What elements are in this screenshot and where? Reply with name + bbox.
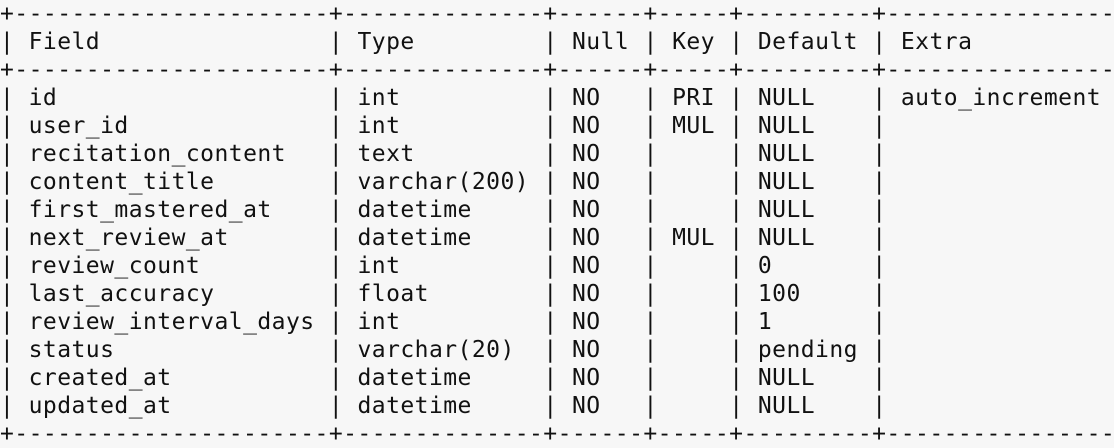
cell-field: id bbox=[28, 85, 58, 111]
table-row: | review_interval_days | int | NO | | 1 … bbox=[0, 309, 1114, 335]
table-row: | user_id | int | NO | MUL | NULL | | bbox=[0, 113, 1114, 139]
cell-null: NO bbox=[571, 113, 601, 139]
table-row: | content_title | varchar(200) | NO | | … bbox=[0, 169, 1114, 195]
column-header-default: Default bbox=[757, 29, 858, 55]
table-row: | last_accuracy | float | NO | | 100 | | bbox=[0, 281, 1114, 307]
cell-default: 100 bbox=[757, 281, 801, 307]
table-border-bottom: +----------------------+--------------+-… bbox=[0, 421, 1114, 447]
table-header-row: | Field | Type | Null | Key | Default | … bbox=[0, 29, 1114, 55]
cell-key: PRI bbox=[672, 85, 715, 111]
cell-null: NO bbox=[571, 141, 601, 167]
cell-type: int bbox=[357, 85, 401, 111]
cell-default: NULL bbox=[757, 141, 816, 167]
cell-type: datetime bbox=[357, 393, 472, 419]
table-row: | next_review_at | datetime | NO | MUL |… bbox=[0, 225, 1114, 251]
cell-type: datetime bbox=[357, 225, 472, 251]
cell-extra: auto_increment bbox=[900, 85, 1102, 111]
cell-default: NULL bbox=[757, 225, 816, 251]
cell-default: NULL bbox=[757, 365, 816, 391]
cell-null: NO bbox=[571, 365, 601, 391]
cell-type: datetime bbox=[357, 365, 472, 391]
cell-null: NO bbox=[571, 169, 601, 195]
cell-field: review_count bbox=[28, 253, 201, 279]
cell-field: review_interval_days bbox=[28, 309, 315, 335]
column-header-extra: Extra bbox=[900, 29, 973, 55]
cell-field: created_at bbox=[28, 365, 172, 391]
cell-field: first_mastered_at bbox=[28, 197, 272, 223]
cell-type: varchar(20) bbox=[357, 337, 515, 363]
cell-null: NO bbox=[571, 393, 601, 419]
cell-field: user_id bbox=[28, 113, 129, 139]
cell-null: NO bbox=[571, 281, 601, 307]
cell-default: pending bbox=[757, 337, 858, 363]
cell-null: NO bbox=[571, 253, 601, 279]
table-row: | id | int | NO | PRI | NULL | auto_incr… bbox=[0, 85, 1102, 111]
cell-null: NO bbox=[571, 337, 601, 363]
table-border-header: +----------------------+--------------+-… bbox=[0, 57, 1114, 83]
cell-type: datetime bbox=[357, 197, 472, 223]
column-header-field: Field bbox=[28, 29, 101, 55]
cell-null: NO bbox=[571, 309, 601, 335]
cell-type: float bbox=[357, 281, 429, 307]
cell-null: NO bbox=[571, 225, 601, 251]
cell-default: NULL bbox=[757, 197, 816, 223]
cell-field: next_review_at bbox=[28, 225, 229, 251]
cell-field: last_accuracy bbox=[28, 281, 215, 307]
cell-null: NO bbox=[571, 85, 601, 111]
cell-null: NO bbox=[571, 197, 601, 223]
cell-type: int bbox=[357, 309, 401, 335]
cell-default: NULL bbox=[757, 169, 816, 195]
cell-type: int bbox=[357, 253, 401, 279]
cell-default: 1 bbox=[757, 309, 773, 335]
cell-default: 0 bbox=[757, 253, 773, 279]
cell-key: MUL bbox=[672, 225, 715, 251]
table-row: | created_at | datetime | NO | | NULL | … bbox=[0, 365, 1114, 391]
cell-default: NULL bbox=[757, 85, 816, 111]
cell-default: NULL bbox=[757, 393, 816, 419]
column-header-key: Key bbox=[672, 29, 715, 55]
column-header-null: Null bbox=[571, 29, 630, 55]
table-row: | review_count | int | NO | | 0 | | bbox=[0, 253, 1114, 279]
cell-field: content_title bbox=[28, 169, 215, 195]
cell-field: updated_at bbox=[28, 393, 172, 419]
table-row: | updated_at | datetime | NO | | NULL | … bbox=[0, 393, 1114, 419]
cell-type: text bbox=[357, 141, 415, 167]
cell-type: int bbox=[357, 113, 401, 139]
table-row: | recitation_content | text | NO | | NUL… bbox=[0, 141, 1114, 167]
table-row: | status | varchar(20) | NO | | pending … bbox=[0, 337, 1114, 363]
column-header-type: Type bbox=[357, 29, 415, 55]
cell-field: status bbox=[28, 337, 115, 363]
cell-field: recitation_content bbox=[28, 141, 286, 167]
cell-default: NULL bbox=[757, 113, 816, 139]
cell-key: MUL bbox=[672, 113, 715, 139]
table-row: | first_mastered_at | datetime | NO | | … bbox=[0, 197, 1114, 223]
cell-type: varchar(200) bbox=[357, 169, 530, 195]
table-border-top: +----------------------+--------------+-… bbox=[0, 1, 1114, 27]
